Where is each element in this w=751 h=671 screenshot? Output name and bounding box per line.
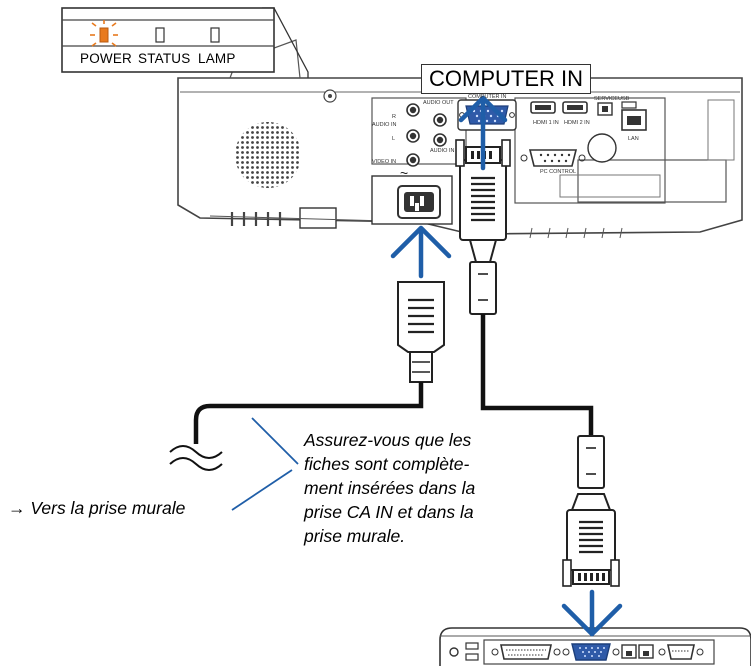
vga-cable-bottom — [562, 493, 620, 587]
audio-panel — [371, 97, 467, 165]
ac-symbol: ~ — [400, 165, 408, 181]
label-hdmi2: HDMI 2 IN — [564, 120, 590, 126]
label-pc-control: PC CONTROL — [540, 169, 576, 175]
ferrite-core-bottom — [577, 435, 605, 489]
label-hdmi1: HDMI 1 IN — [533, 120, 559, 126]
label-audio-in-left: AUDIO IN — [372, 122, 396, 128]
lens-knob-icon — [587, 133, 617, 163]
indicator-label-lamp: LAMP — [198, 51, 236, 66]
arrow-down-icon — [561, 589, 623, 637]
arrow-up-icon — [458, 95, 508, 171]
lamp-led-icon — [210, 27, 220, 43]
ac-inlet — [371, 175, 453, 225]
edge-vents — [529, 227, 623, 239]
laptop-jack-icon — [449, 647, 459, 657]
label-computer-in: COMPUTER IN — [468, 94, 507, 100]
laptop-serial-port-icon — [658, 644, 704, 660]
power-plug — [397, 281, 445, 383]
wall-outlet-label: → Vers la prise murale — [8, 498, 186, 518]
label-audio-r: R — [392, 114, 396, 120]
label-audio-out: AUDIO OUT — [423, 100, 454, 106]
laptop-lan-port-icon — [621, 644, 654, 659]
power-led-icon — [90, 20, 118, 47]
ferrite-core-top — [469, 261, 497, 315]
laptop-usb-icon — [465, 642, 479, 650]
wall-break-icon — [169, 445, 223, 471]
insert-arrows — [390, 95, 623, 637]
bottom-vents — [230, 212, 282, 226]
laptop-vga-port-icon — [562, 643, 620, 661]
hdmi-ports — [530, 101, 588, 114]
plug-insertion-note: Assurez-vous que les fiches sont complèt… — [304, 430, 476, 546]
annotation-leaders — [231, 417, 299, 511]
power-cable-line — [193, 382, 424, 444]
arrow-up-icon — [390, 225, 452, 279]
label-service: SERVICE — [594, 96, 618, 102]
indicator-label-status: STATUS — [138, 51, 191, 66]
io-panel — [514, 97, 666, 204]
label-usb: USB — [618, 96, 630, 102]
laptop — [439, 627, 751, 666]
vga-cable-line — [480, 314, 594, 436]
pc-control-port — [520, 149, 586, 167]
audio-jacks — [406, 103, 447, 167]
indicator-label-power: POWER — [80, 51, 133, 66]
label-audio-in-right: AUDIO IN — [430, 148, 454, 154]
label-lan: LAN — [628, 136, 639, 142]
computer-in-callout: COMPUTER IN — [421, 64, 591, 94]
service-port-icon — [621, 101, 637, 109]
usb-lan-ports — [597, 101, 647, 131]
label-audio-l: L — [392, 136, 395, 142]
status-led-icon — [155, 27, 165, 43]
port-labels: AUDIO OUT AUDIO IN AUDIO IN VIDEO IN R L… — [372, 94, 639, 175]
speaker-grille — [235, 122, 301, 188]
label-video-in: VIDEO IN — [372, 159, 396, 165]
indicator-panel — [61, 7, 309, 78]
laptop-parallel-port-icon — [491, 644, 561, 660]
